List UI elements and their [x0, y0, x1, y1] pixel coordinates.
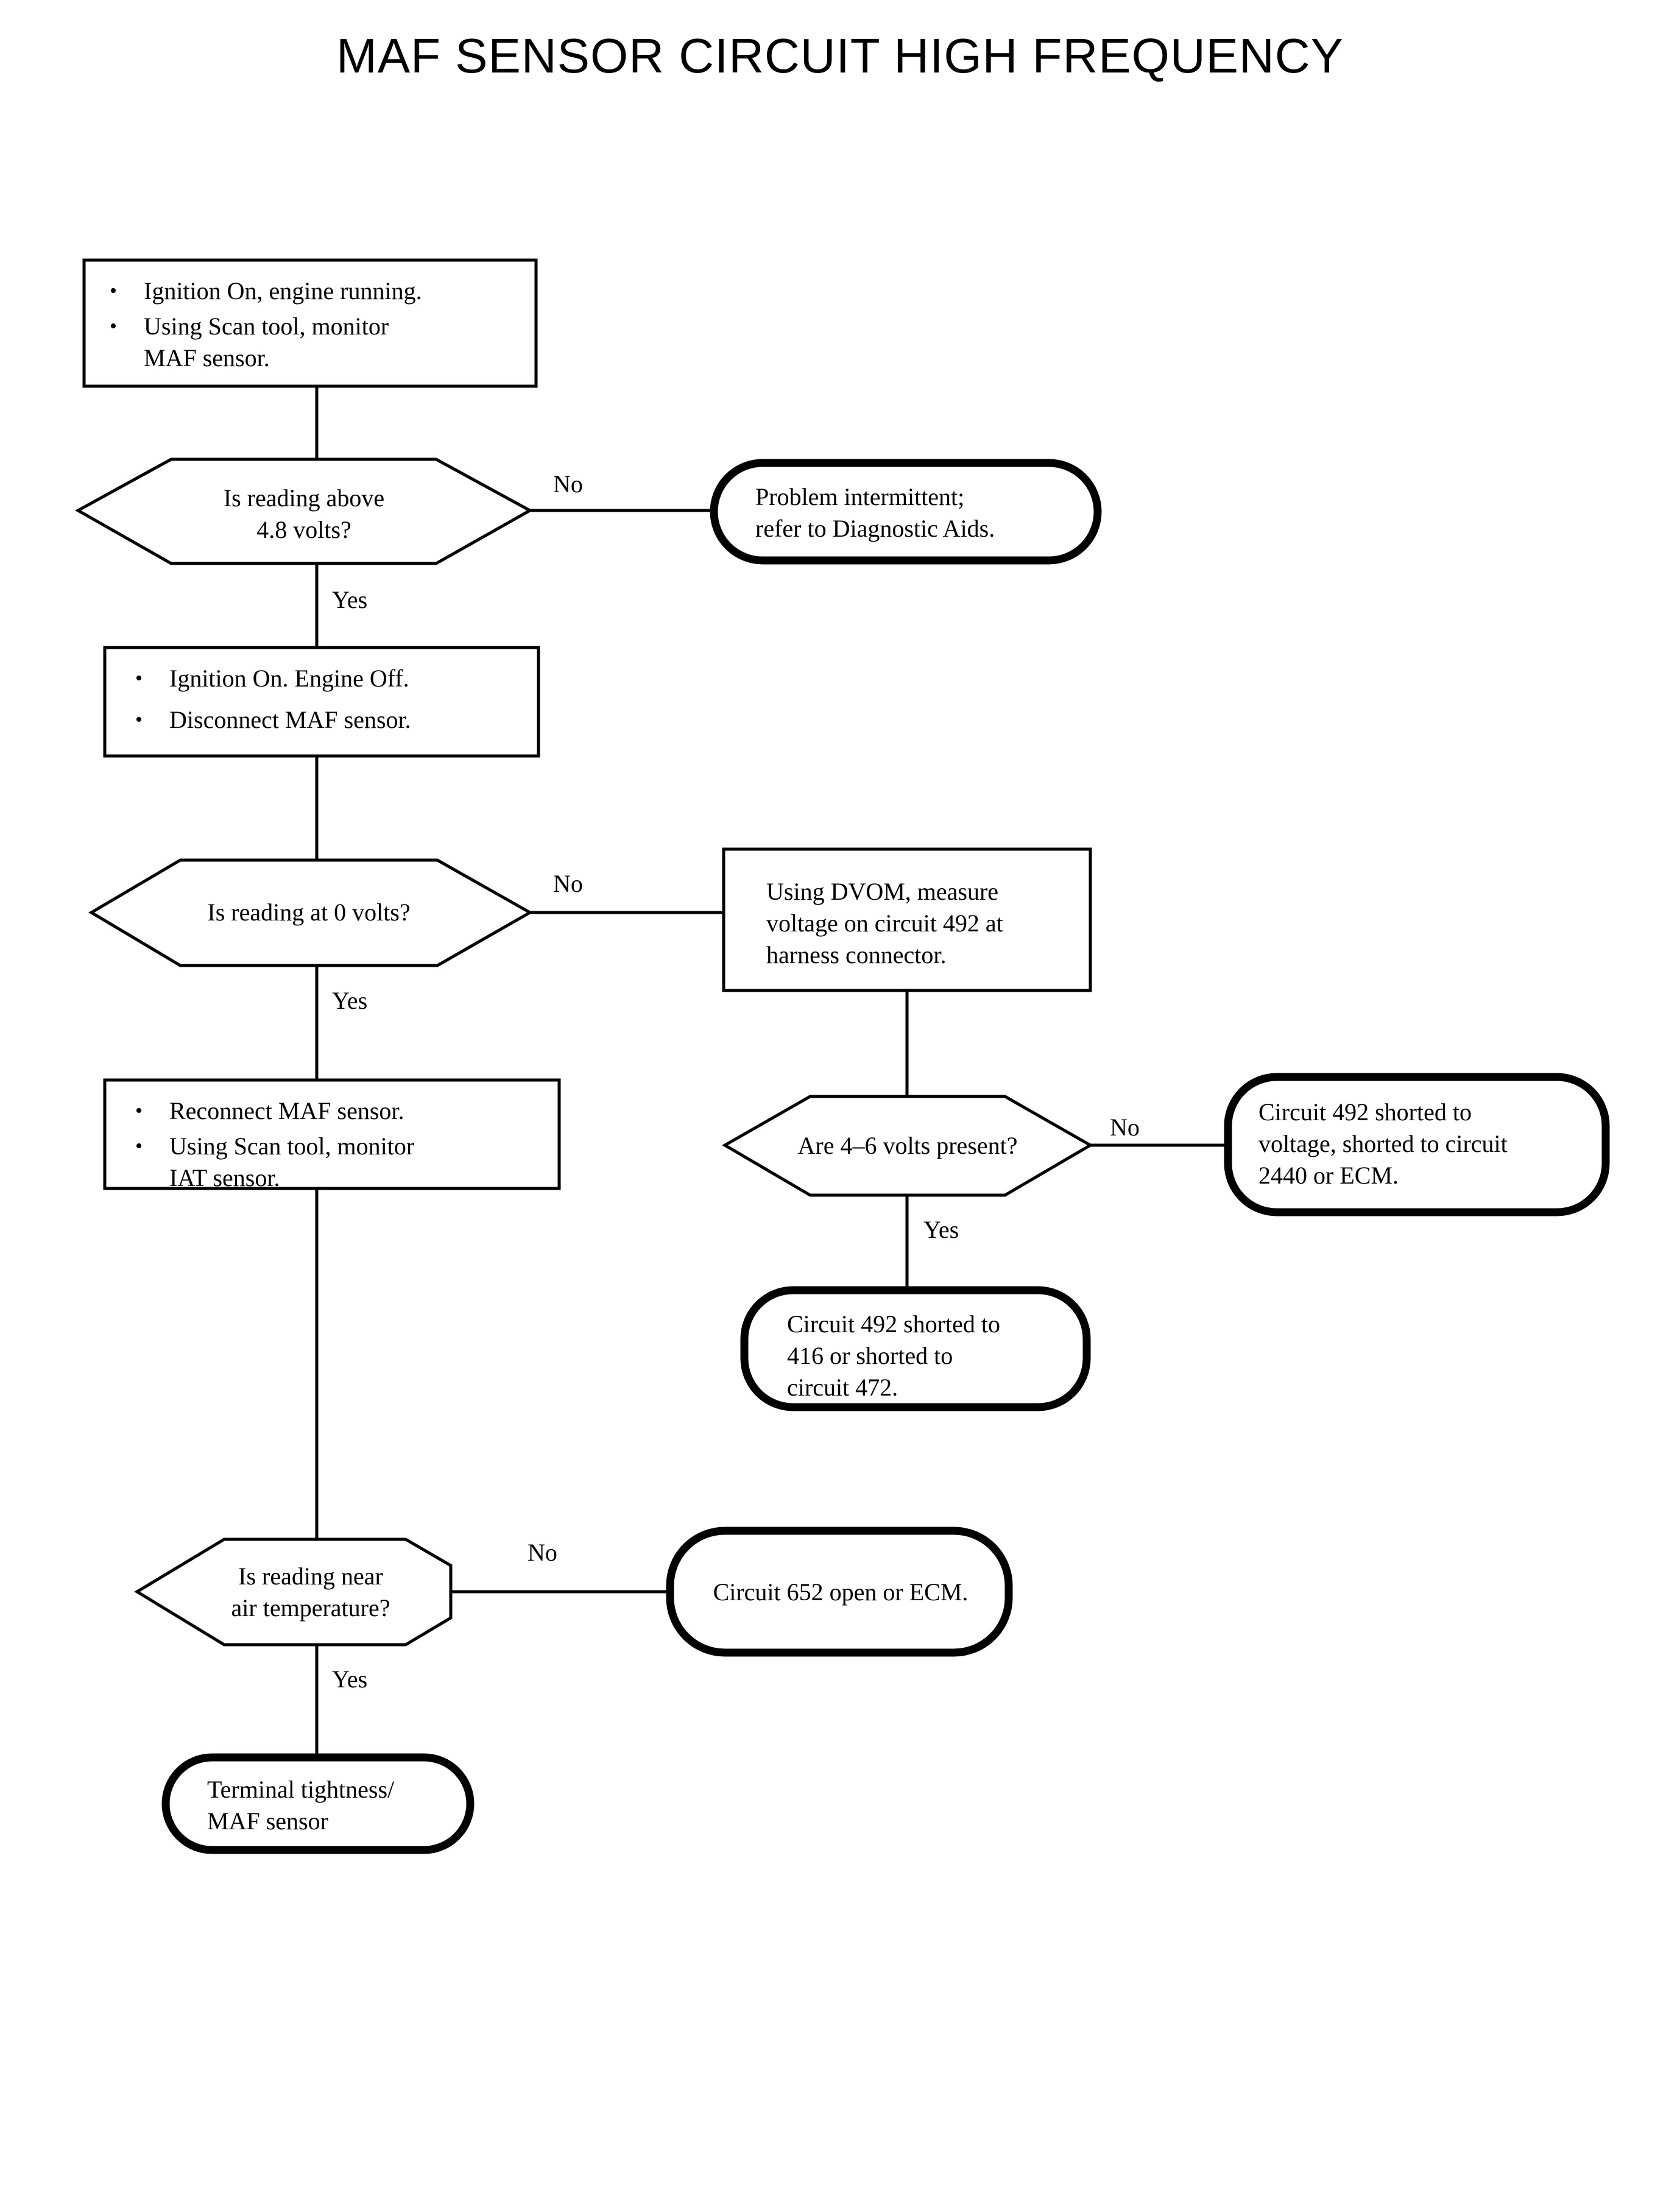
terminator3-shape: [740, 1286, 1091, 1411]
terminator3-label: Circuit 492 shorted to 416 or shorted to…: [787, 1310, 1000, 1401]
bullet-glyph-icon: •: [110, 280, 117, 302]
edge-label-decision2-yes: Yes: [332, 987, 368, 1014]
step4-bullet-1-text: Reconnect MAF sensor.: [169, 1097, 404, 1124]
step2-content: • Ignition On. Engine Off. • Disconnect …: [135, 663, 537, 740]
terminator5-shape: [161, 1753, 475, 1854]
edge-label-decision3-yes: Yes: [923, 1216, 959, 1243]
step1-bullet-2-text: Using Scan tool, monitor MAF sensor.: [144, 312, 389, 372]
step1-bullet-2: • Using Scan tool, monitor MAF sensor.: [110, 311, 530, 374]
bullet-glyph-icon: •: [135, 708, 143, 731]
step1-bullet-1-text: Ignition On, engine running.: [144, 277, 422, 305]
decision2-hexagon: [88, 858, 534, 967]
step2-bullet-2: • Disconnect MAF sensor.: [135, 704, 537, 736]
decision1-hexagon: [74, 457, 534, 565]
step4-bullet-1: • Reconnect MAF sensor.: [135, 1095, 556, 1127]
step4-box: [103, 1078, 561, 1190]
bullet-glyph-icon: •: [135, 1100, 143, 1122]
step2-bullet-1-text: Ignition On. Engine Off.: [169, 665, 409, 692]
step2-bullet-1: • Ignition On. Engine Off.: [135, 663, 537, 694]
edge-label-decision4-no: No: [528, 1539, 557, 1566]
decision2-label: Is reading at 0 volts?: [207, 898, 411, 926]
step2-bullet-2-text: Disconnect MAF sensor.: [169, 706, 411, 733]
edge-label-decision1-no: No: [553, 470, 583, 498]
step1-bullet-1: • Ignition On, engine running.: [110, 275, 530, 307]
edge-label-decision2-no: No: [553, 870, 583, 897]
step1-content: • Ignition On, engine running. • Using S…: [110, 275, 530, 378]
edge-label-decision4-yes: Yes: [332, 1665, 368, 1693]
decision4-hexagon: [134, 1537, 453, 1647]
step3-box: [722, 847, 1092, 992]
step4-bullet-2: • Using Scan tool, monitor IAT sensor.: [135, 1131, 556, 1194]
page-title: MAF SENSOR CIRCUIT HIGH FREQUENCY: [336, 29, 1344, 83]
terminator5-label: Terminal tightness/ MAF sensor: [207, 1776, 395, 1835]
decision3-hexagon: [722, 1095, 1093, 1197]
step4-content: • Reconnect MAF sensor. • Using Scan too…: [135, 1095, 556, 1198]
edge-label-decision1-yes: Yes: [332, 586, 368, 613]
terminator4-shape: [666, 1527, 1013, 1657]
step3-label: Using DVOM, measure voltage on circuit 4…: [766, 878, 1003, 969]
step1-box: [82, 258, 538, 388]
bullet-glyph-icon: •: [135, 667, 143, 690]
bullet-glyph-icon: •: [110, 315, 117, 337]
bullet-glyph-icon: •: [135, 1135, 143, 1157]
decision1-label: Is reading above 4.8 volts?: [223, 484, 385, 543]
decision4-label: Is reading near air temperature?: [231, 1562, 390, 1622]
edge-label-decision3-no: No: [1110, 1114, 1140, 1141]
terminator1-label: Problem intermittent; refer to Diagnosti…: [755, 483, 995, 542]
terminator2-shape: [1224, 1073, 1610, 1216]
step4-bullet-2-text: Using Scan tool, monitor IAT sensor.: [169, 1132, 415, 1191]
decision3-label: Are 4–6 volts present?: [797, 1132, 1018, 1159]
step2-box: [103, 646, 540, 758]
terminator1-shape: [710, 459, 1102, 565]
terminator2-label: Circuit 492 shorted to voltage, shorted …: [1258, 1098, 1508, 1189]
terminator4-label: Circuit 652 open or ECM.: [713, 1578, 969, 1606]
